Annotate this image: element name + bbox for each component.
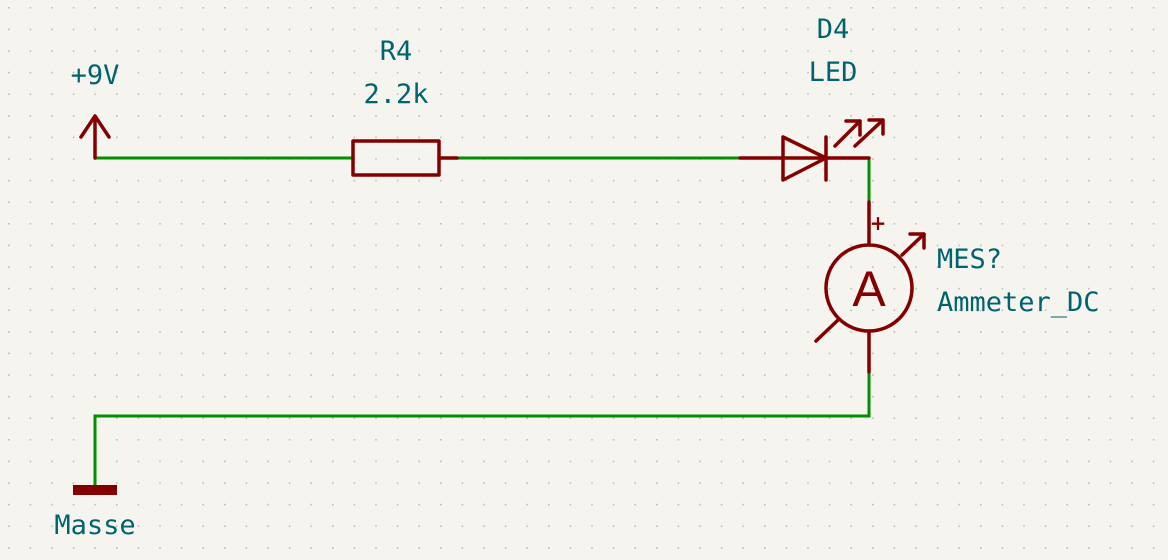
resistor-value: 2.2k	[363, 79, 428, 110]
led-reference: D4	[817, 14, 850, 45]
ammeter-letter: A	[852, 261, 886, 317]
led-value: LED	[809, 57, 858, 88]
ammeter-circle	[824, 243, 914, 333]
wires	[93, 156, 871, 490]
power-symbol-9v[interactable]: +9V	[71, 60, 120, 160]
ammeter-value: Ammeter_DC	[937, 287, 1100, 318]
ground-bar-icon	[73, 485, 117, 495]
power-label: +9V	[71, 60, 120, 91]
ammeter-mes[interactable]: A + MES? Ammeter_DC	[814, 200, 1100, 374]
ground-symbol[interactable]: Masse	[54, 485, 136, 541]
ground-label: Masse	[54, 510, 135, 541]
led-d4[interactable]: D4 LED	[738, 14, 885, 182]
resistor-reference: R4	[380, 36, 413, 67]
ammeter-polarity: +	[870, 211, 887, 235]
light-emission-icon	[833, 118, 885, 148]
diode-icon	[738, 135, 871, 182]
wire-ammeter-ground[interactable]	[93, 372, 871, 490]
resistor-r4[interactable]: R4 2.2k	[351, 36, 459, 177]
power-arrow-icon	[79, 114, 111, 160]
ammeter-adjust-arrow-icon	[814, 232, 926, 343]
ammeter-reference: MES?	[937, 244, 1002, 275]
